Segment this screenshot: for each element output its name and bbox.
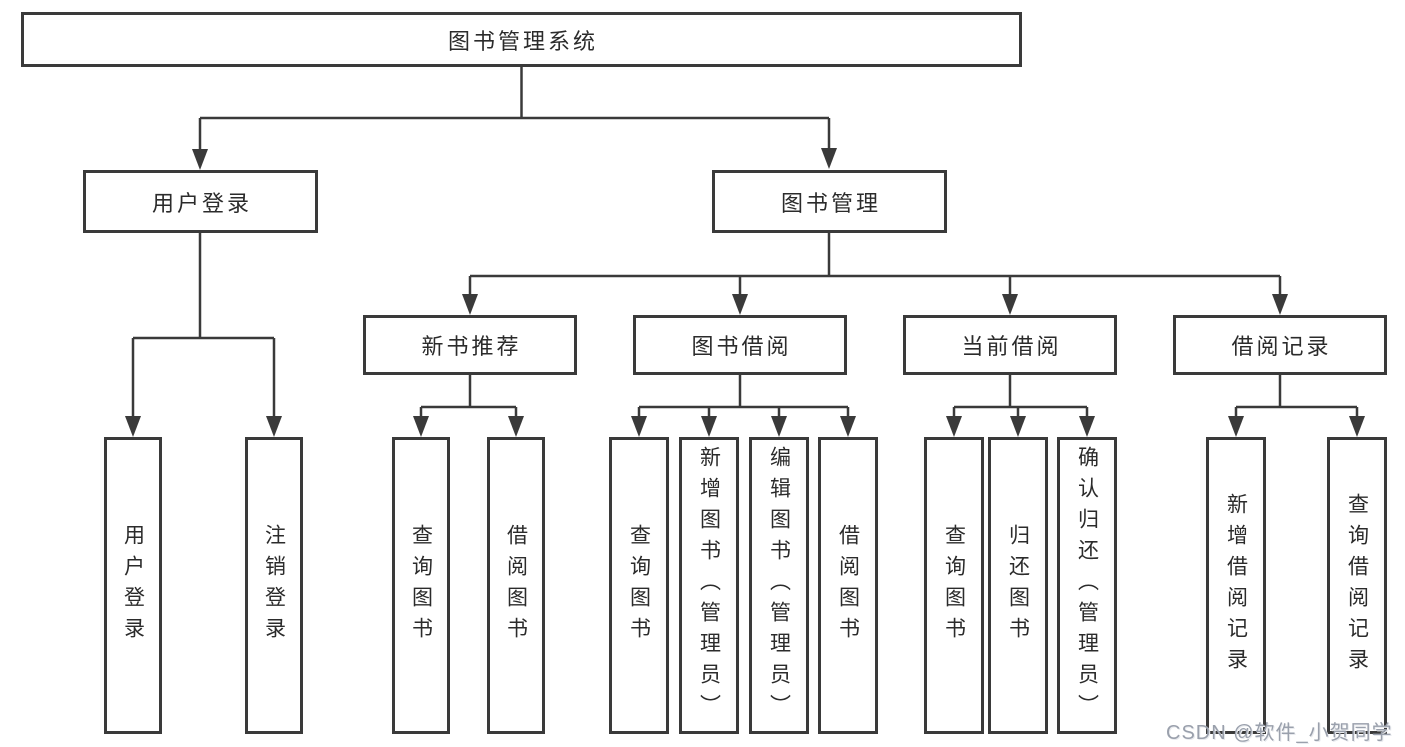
leaf-query-borrow-record: 查询借阅记录	[1327, 437, 1387, 734]
node-label: 新增借阅记录	[1224, 492, 1248, 679]
node-borrow-records: 借阅记录	[1173, 315, 1387, 375]
node-label: 新增图书（管理员）	[697, 446, 721, 725]
node-label: 借阅记录	[1231, 334, 1332, 359]
node-new-book-recommend: 新书推荐	[363, 315, 577, 375]
leaf-query-books-borrow: 查询图书	[609, 437, 669, 734]
node-label: 借阅图书	[504, 523, 528, 648]
csdn-watermark: CSDN @软件_小贺同学	[1166, 722, 1393, 744]
node-label: 图书管理	[780, 190, 881, 216]
leaf-user-login: 用户登录	[104, 437, 162, 734]
node-current-borrow: 当前借阅	[903, 315, 1117, 375]
node-book-borrow: 图书借阅	[633, 315, 847, 375]
leaf-confirm-return-admin: 确认归还（管理员）	[1057, 437, 1117, 734]
node-label: 查询借阅记录	[1345, 492, 1369, 679]
node-label: 编辑图书（管理员）	[767, 446, 791, 725]
node-label: 图书管理系统	[447, 28, 598, 54]
node-label: 归还图书	[1006, 523, 1030, 648]
leaf-borrow-books-recommend: 借阅图书	[487, 437, 545, 734]
leaf-add-book-admin: 新增图书（管理员）	[679, 437, 739, 734]
leaf-add-borrow-record: 新增借阅记录	[1206, 437, 1266, 734]
node-library-management-system: 图书管理系统	[21, 12, 1022, 67]
leaf-query-books-recommend: 查询图书	[392, 437, 450, 734]
leaf-query-books-current: 查询图书	[924, 437, 984, 734]
node-label: 查询图书	[627, 523, 651, 648]
leaf-borrow-books: 借阅图书	[818, 437, 878, 734]
node-label: 确认归还（管理员）	[1075, 446, 1099, 725]
node-label: 新书推荐	[421, 334, 522, 359]
leaf-logout: 注销登录	[245, 437, 303, 734]
node-book-management: 图书管理	[712, 170, 947, 233]
node-label: 查询图书	[942, 523, 966, 648]
node-label: 当前借阅	[961, 334, 1062, 359]
node-label: 用户登录	[121, 523, 145, 648]
node-label: 图书借阅	[691, 334, 792, 359]
node-label: 借阅图书	[836, 523, 860, 648]
leaf-edit-book-admin: 编辑图书（管理员）	[749, 437, 809, 734]
leaf-return-books: 归还图书	[988, 437, 1048, 734]
node-label: 注销登录	[262, 523, 286, 648]
node-label: 查询图书	[409, 523, 433, 648]
node-user-login: 用户登录	[83, 170, 318, 233]
node-label: 用户登录	[151, 190, 252, 216]
